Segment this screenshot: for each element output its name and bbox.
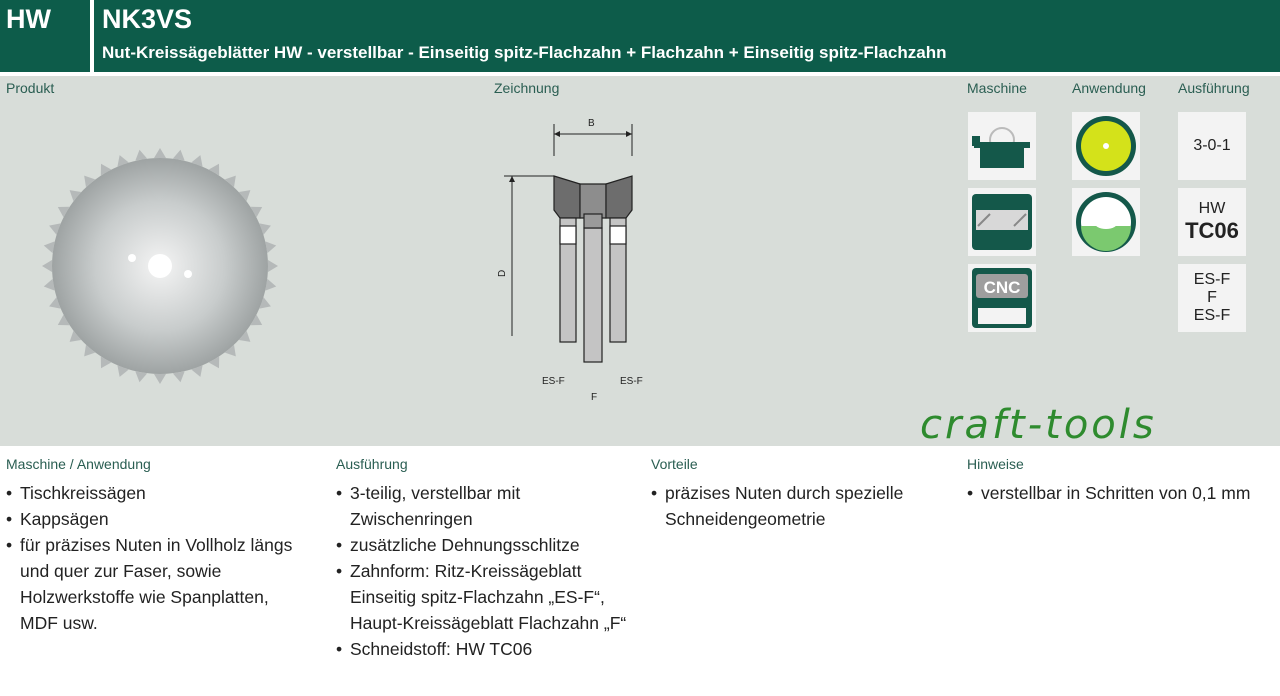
tooth-form-3: ES-F xyxy=(1193,307,1231,324)
right-tooth-label: ES-F xyxy=(620,376,643,387)
material-big: TC06 xyxy=(1185,218,1239,243)
cnc-icon: CNC xyxy=(968,264,1036,332)
column-heading: Vorteile xyxy=(651,456,698,472)
produkt-label: Produkt xyxy=(6,80,55,96)
list-item: 3-teilig, verstellbar mit Zwischenringen xyxy=(336,480,630,532)
page-title: NK3VS xyxy=(102,4,193,34)
ausfuehrung-label: Ausführung xyxy=(1178,80,1250,96)
groove-blade-icon xyxy=(1072,188,1140,256)
cnc-text: CNC xyxy=(984,278,1021,297)
header-tag-box: HW xyxy=(0,0,90,72)
tooth-form-1: ES-F xyxy=(1193,271,1231,288)
table-saw-icon xyxy=(968,112,1036,180)
set-config: 3-0-1 xyxy=(1193,137,1231,154)
list-item: zusätzliche Dehnungsschlitze xyxy=(336,532,630,558)
dim-d-label: D xyxy=(497,270,508,277)
column-maschine: Maschine / Anwendung Tischkreissägen Kap… xyxy=(0,452,300,636)
tooth-form-tile: ES-F F ES-F xyxy=(1178,264,1246,332)
maschine-label: Maschine xyxy=(967,80,1027,96)
list-item: Tischkreissägen xyxy=(6,480,300,506)
full-cut-blade-icon xyxy=(1072,112,1140,180)
material-tile: HW TC06 xyxy=(1178,188,1246,256)
list-item: für präzises Nuten in Vollholz längs und… xyxy=(6,532,300,636)
left-tooth-label: ES-F xyxy=(542,376,565,387)
list-item: Kappsägen xyxy=(6,506,300,532)
header-bar: NK3VS Nut-Kreissägeblätter HW - verstell… xyxy=(94,0,1280,72)
brand-logo: craft-tools xyxy=(920,402,1157,448)
column-heading: Hinweise xyxy=(967,456,1024,472)
dim-b-label: B xyxy=(588,118,595,129)
column-ausfuehrung: Ausführung 3-teilig, verstellbar mit Zwi… xyxy=(330,452,630,662)
panel-saw-icon xyxy=(968,188,1036,256)
page-subtitle: Nut-Kreissägeblätter HW - verstellbar - … xyxy=(102,43,947,62)
header-tag: HW xyxy=(6,4,51,34)
zeichnung-label: Zeichnung xyxy=(494,80,560,96)
product-panel: Produkt Zeichnung Maschine Anwendung Aus… xyxy=(0,76,1280,448)
anwendung-label: Anwendung xyxy=(1072,80,1146,96)
list-item: Schneidstoff: HW TC06 xyxy=(336,636,630,662)
list-item: präzises Nuten durch spezielle Schneiden… xyxy=(651,480,945,532)
column-vorteile: Vorteile präzises Nuten durch spezielle … xyxy=(645,452,945,532)
material-small: HW xyxy=(1198,200,1226,217)
center-tooth-label: F xyxy=(591,392,597,403)
column-hinweise: Hinweise verstellbar in Schritten von 0,… xyxy=(961,452,1261,506)
list-item: verstellbar in Schritten von 0,1 mm xyxy=(967,480,1261,506)
saw-blade-image xyxy=(42,148,278,384)
list-item: Zahnform: Ritz-Kreissägeblatt Einseitig … xyxy=(336,558,630,636)
set-config-tile: 3-0-1 xyxy=(1178,112,1246,180)
column-heading: Ausführung xyxy=(336,456,408,472)
tooth-form-2: F xyxy=(1207,289,1217,306)
column-heading: Maschine / Anwendung xyxy=(6,456,151,472)
technical-drawing: B D ES-F ES-F F xyxy=(497,118,643,403)
